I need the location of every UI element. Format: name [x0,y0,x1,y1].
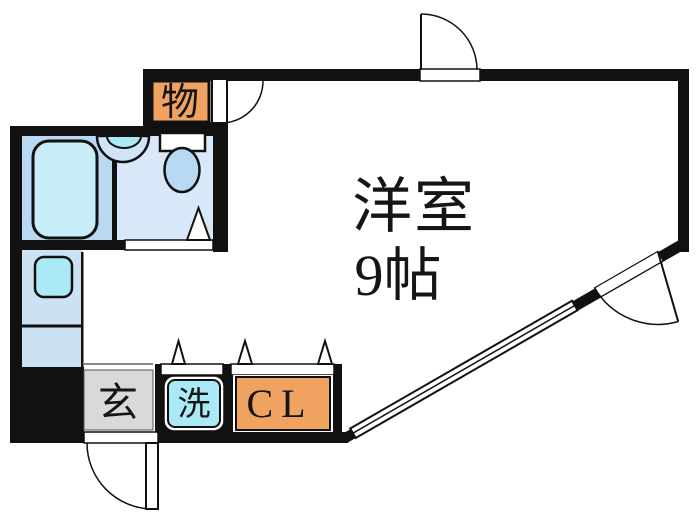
bathroom-fixtures [31,131,212,241]
laundry-door-triangle [170,337,187,365]
entrance-label: 玄 [98,380,138,425]
laundry-label: 洗 [178,386,211,423]
bathtub [31,139,99,240]
folding-door-triangles [170,337,334,365]
laundry-area [163,375,225,432]
balcony-door-leaf [656,251,680,322]
closet-area [233,375,333,432]
bathroom-door-triangle [185,205,212,241]
closet-label: CL [246,381,313,426]
washbasin-bowl [105,135,143,149]
wall-top-left [143,69,420,81]
entrance-box [83,369,154,431]
labels: 洋室 9帖 物 玄 洗 CL [98,82,476,426]
wall-bath-divider [112,136,117,240]
wall-bathroom-bottom [10,240,125,250]
balcony-door-arc [593,287,679,326]
wall-bathroom-top [10,126,155,136]
storage-label: 物 [161,82,199,124]
thresholds [83,68,665,444]
laundry-box [167,379,221,428]
closet-door-triangle-2 [316,337,334,365]
wall-block-bottom-left [10,367,84,443]
entrance-area [83,363,154,431]
laundry-threshold [160,363,224,376]
closet-box [235,376,331,431]
bathroom-threshold [124,239,214,251]
closet-threshold [230,363,335,376]
wall-left [10,126,22,443]
doors [86,13,680,510]
closet-door-triangle-1 [236,337,254,365]
window-band [348,299,579,440]
storage-door-arc [219,80,264,124]
main-room-size-label: 9帖 [354,243,441,308]
entrance-door-leaf [145,442,159,510]
storage-door-leaf [211,78,228,124]
window-band-midline [352,304,576,434]
wall-bottom [10,432,348,443]
kitchen-sink [33,255,74,299]
wall-top-right [480,69,689,81]
top-door-threshold [419,68,481,82]
wall-bathroom-right [213,122,228,252]
toilet-bowl [163,146,201,194]
storage-box [150,79,211,124]
kitchen-edge-line [81,252,84,367]
entrance-threshold [83,431,159,444]
wall-right [678,69,689,252]
kitchen-divider-line [22,324,83,328]
main-room-label: 洋室 [352,174,476,240]
top-door-arc [420,13,478,71]
entrance-door-arc [86,442,153,510]
